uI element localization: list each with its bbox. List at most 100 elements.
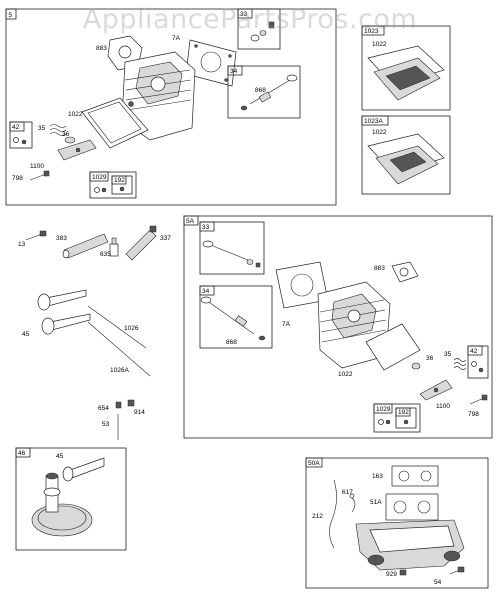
bracket-617[interactable] [349,493,356,513]
label-54: 54 [434,579,442,586]
subgroup-192-tag: 192 [114,177,125,184]
label-914: 914 [134,409,145,416]
group-46-tag: 46 [18,450,26,457]
valve-cover-1023[interactable] [367,45,445,101]
gasket-51a[interactable] [385,493,439,521]
label-1022: 1022 [68,111,83,118]
subgroup-1029-tag: 1029 [92,174,107,181]
label-53: 53 [102,421,110,428]
label-5a-868: 868 [226,339,237,346]
exhaust-manifold[interactable] [355,519,465,571]
gasket-1022[interactable] [81,97,149,149]
group-5-tag: 5 [9,12,13,19]
part-383[interactable] [62,233,109,259]
spark-plug-337[interactable] [125,225,157,261]
rocker-arm-5a-1100[interactable] [419,379,453,401]
push-rod-1026a[interactable] [87,321,151,377]
subgroup-34-tag: 34 [230,68,238,75]
group-50a-tag: 50A [308,460,320,467]
group-46: 46 45 [15,447,127,551]
subgroup-5a-1029: 1029 192 [373,403,421,433]
valve-parts-33[interactable] [250,21,275,42]
label-635: 635 [100,251,111,258]
parts-1029[interactable] [94,186,125,193]
parts-5a-42[interactable] [471,361,484,373]
plug-654[interactable] [115,401,122,409]
valve-5a-33[interactable] [202,240,261,268]
lifter-46-45[interactable] [62,457,105,482]
nut-929[interactable] [399,569,407,576]
group-50a: 50A 163 51A 617 212 929 [305,457,489,589]
label-51a: 51A [370,499,382,506]
label-36: 36 [62,131,70,138]
lifter-45-a[interactable] [37,289,87,311]
label-5a-1022: 1022 [338,371,353,378]
gasket-5a-1022[interactable] [365,323,421,371]
label-617: 617 [342,489,353,496]
subgroup-42: 42 [9,121,33,149]
parts-42[interactable] [13,137,27,145]
group-5a-tag: 5A [186,218,195,225]
group-46-label: 45 [56,453,64,460]
label-7a: 7A [172,35,181,42]
group-1023-label: 1022 [372,41,387,48]
group-1023: 1023 1022 [361,25,451,111]
label-5a-798: 798 [468,411,479,418]
cylinder-head[interactable] [121,51,196,141]
lifter-45-b[interactable] [41,313,91,335]
subgroup-34: 34 868 [227,65,301,119]
bolt-13[interactable] [25,230,47,241]
screw-798[interactable] [29,170,50,181]
retainer-36[interactable] [64,136,76,144]
group-1023a-label: 1022 [372,129,387,136]
bolt-54[interactable] [449,566,465,575]
subgroup-5a-192-tag: 192 [398,409,409,416]
subgroup-33-tag: 33 [240,11,248,18]
subgroup-5a-34: 34 868 [199,285,273,349]
screw-914[interactable] [127,399,135,407]
spring-5a-35[interactable] [453,358,467,370]
label-337: 337 [160,235,171,242]
screw-5a-798[interactable] [469,394,488,405]
label-798: 798 [12,175,23,182]
subgroup-5a-33: 33 [199,221,265,275]
gasket-163[interactable] [391,465,439,487]
subgroup-33: 33 [237,8,281,50]
label-1026: 1026 [124,325,139,332]
subgroup-5a-42: 42 [467,345,489,379]
parts-5a-1029[interactable] [378,419,409,425]
group-1023-tag: 1023 [364,28,379,35]
label-929: 929 [386,571,397,578]
valve-5a-34[interactable] [200,296,266,341]
subgroup-5a-33-tag: 33 [202,224,210,231]
wire-212[interactable] [329,479,337,549]
fitting-635[interactable] [109,237,119,257]
camshaft-gear[interactable] [31,472,93,537]
label-868: 868 [255,87,266,94]
group-1023a-tag: 1023A [364,118,383,125]
label-35: 35 [38,125,46,132]
label-5a-1100: 1100 [436,403,450,410]
label-212: 212 [312,513,323,520]
push-rod-1026[interactable] [87,305,147,349]
label-1100: 1100 [30,163,44,170]
label-5a-883: 883 [374,265,385,272]
spring-35[interactable] [49,124,67,136]
label-654: 654 [98,405,109,412]
subgroup-5a-42-tag: 42 [470,348,478,355]
loose-parts: 13 383 635 337 45 1026 [18,225,171,440]
group-5: 5 883 7A 102 [5,8,337,206]
group-5a: 5A 33 34 868 [183,215,493,439]
label-5a-36: 36 [426,355,434,362]
rocker-arm-1100[interactable] [57,139,97,161]
label-5a-35: 35 [444,351,452,358]
label-883: 883 [96,45,107,52]
label-383: 383 [56,235,67,242]
valve-34[interactable] [240,74,298,111]
subgroup-1029: 1029 192 [89,171,137,199]
retainer-5a-36[interactable] [411,362,421,370]
gasket-5a-883[interactable] [391,261,419,283]
label-5a-7a: 7A [282,321,291,328]
valve-cover-1023a[interactable] [367,133,445,185]
